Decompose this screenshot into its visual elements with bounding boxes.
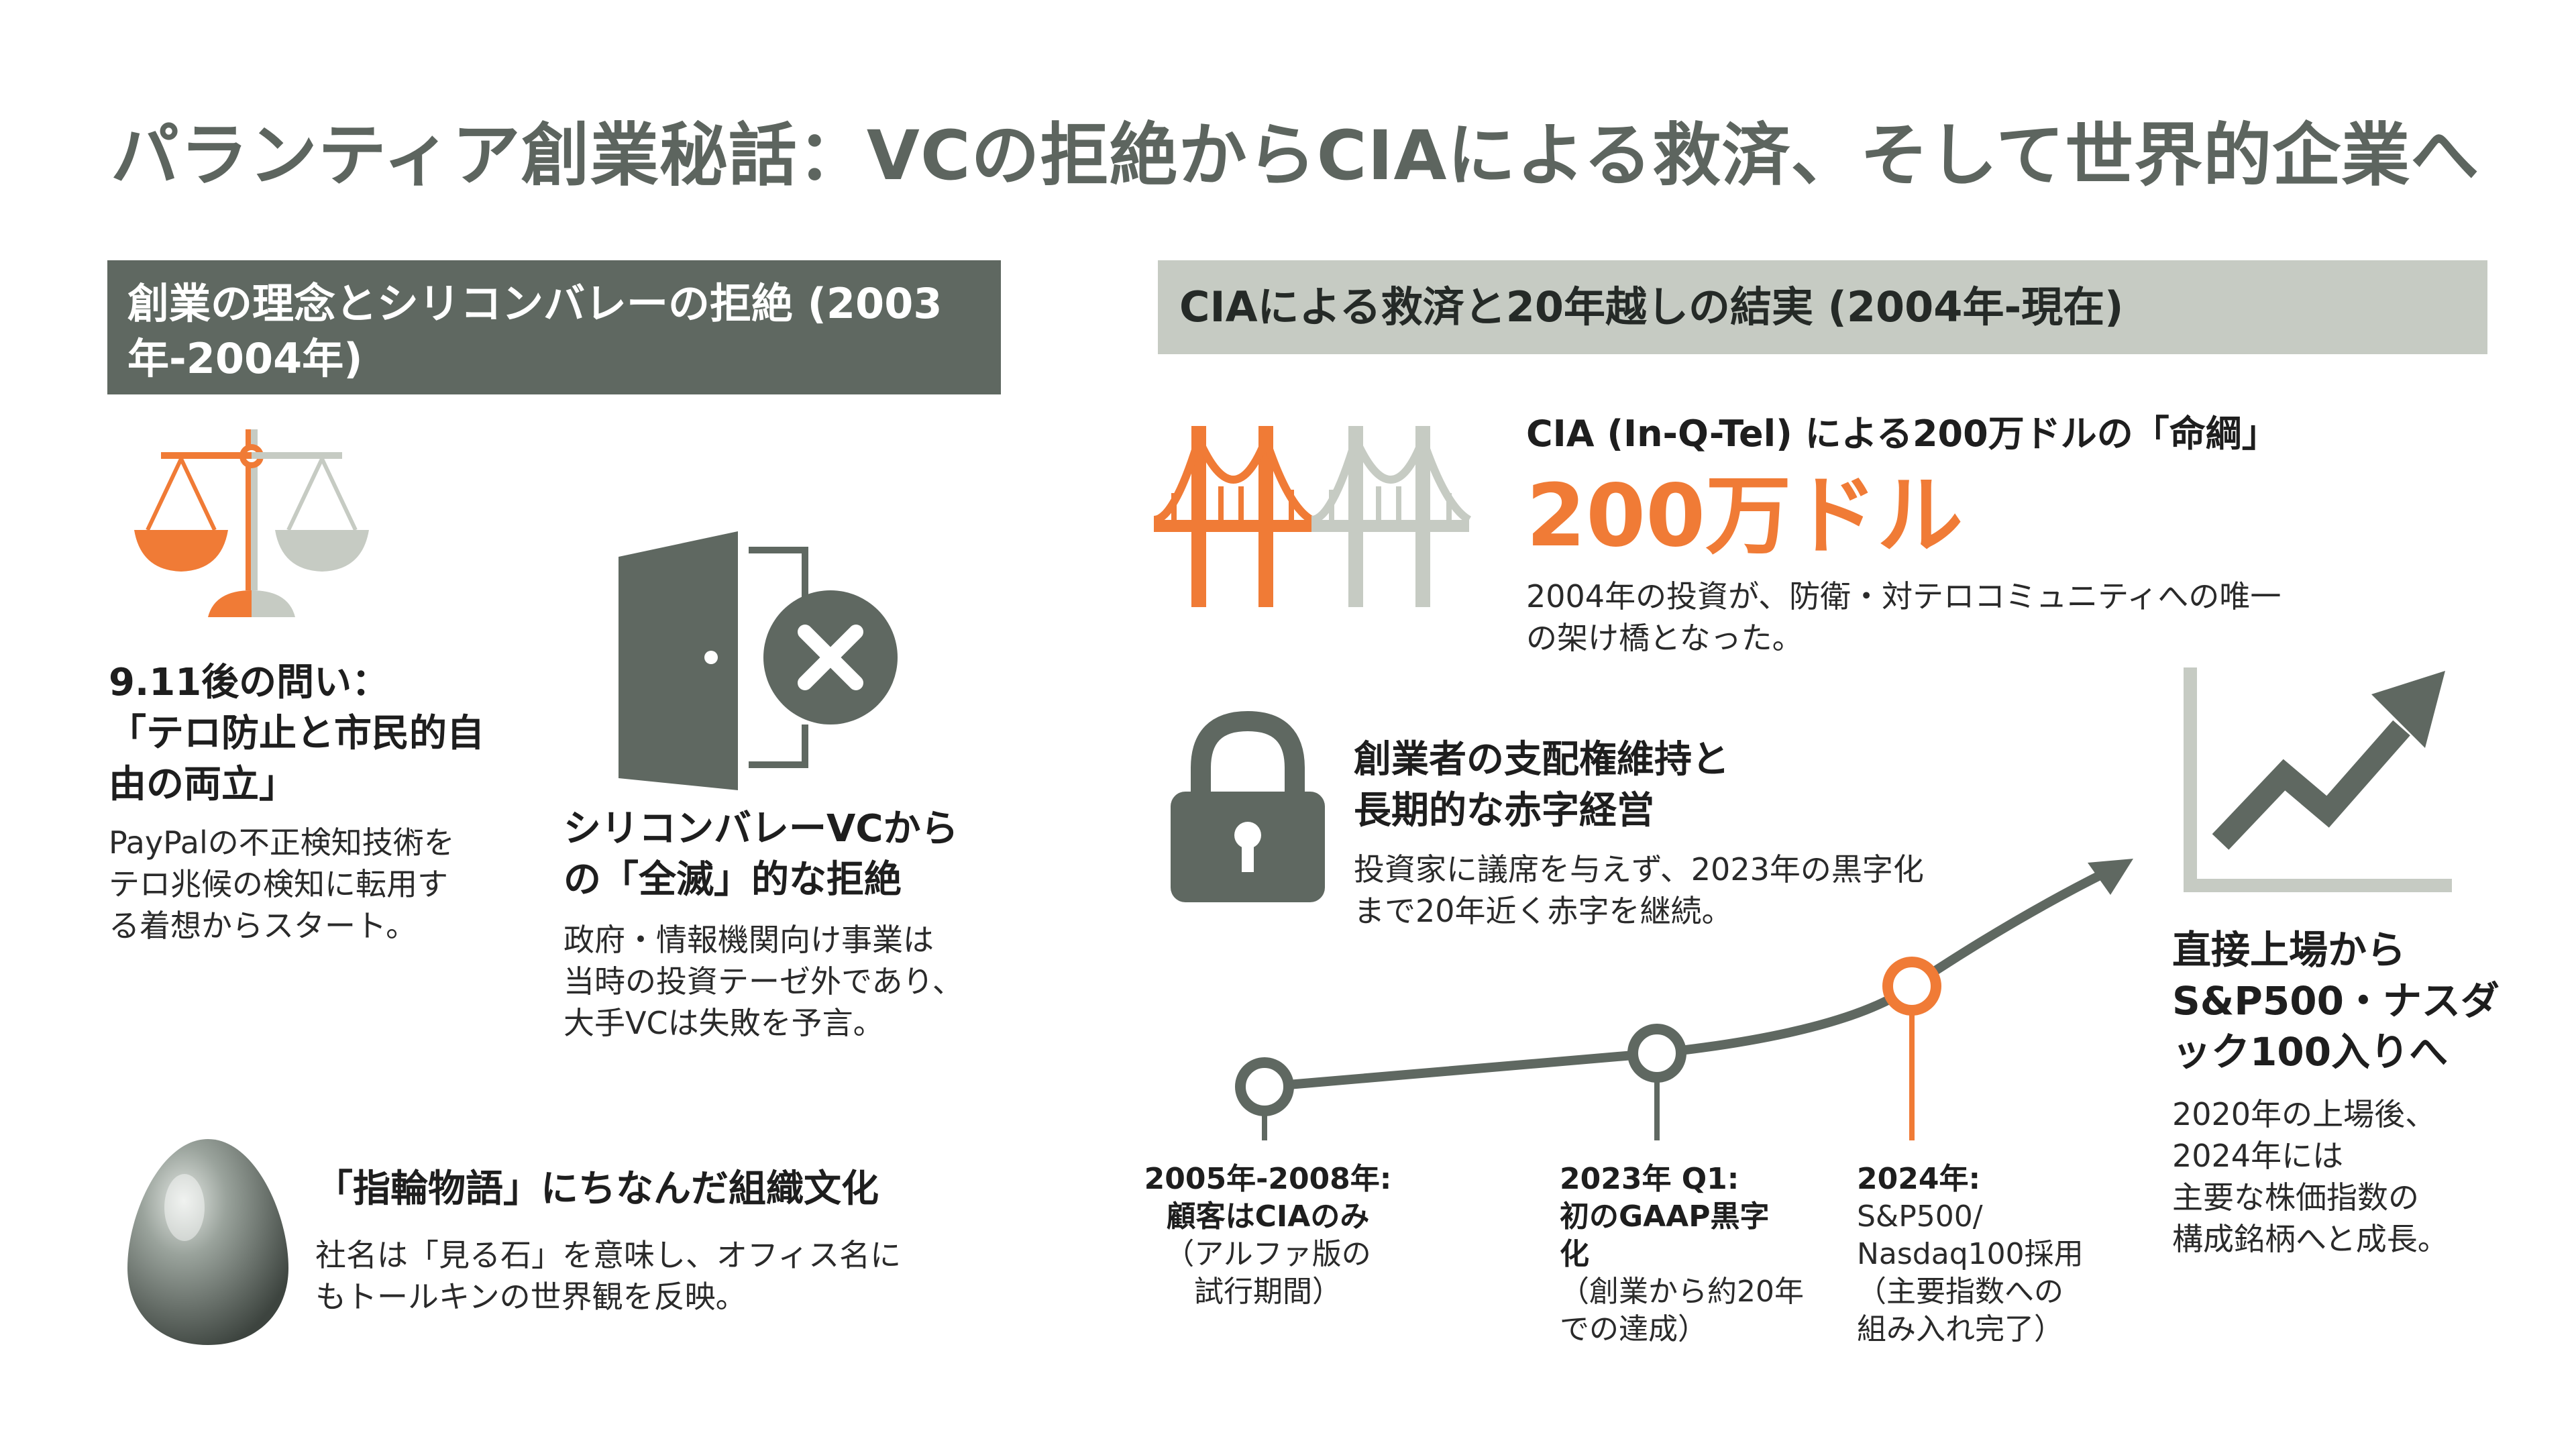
lifeline-heading: CIA (In-Q-Tel) による200万ドルの「命綱」 <box>1526 413 2278 455</box>
door-reject-icon <box>619 531 898 790</box>
culture-body: 社名は「見る石」を意味し、オフィス名に もトールキンの世界観を反映。 <box>315 1237 902 1315</box>
growth-chart-icon <box>2184 667 2452 892</box>
culture-heading: 「指輪物語」にちなんだ組織文化 <box>315 1167 879 1211</box>
question-body: PayPalの不正検知技術を テロ兆候の検知に転用す る着想からスタート。 <box>109 824 455 944</box>
timeline-item: 2023年 Q1: 初のGAAP黒字 化 （創業から約20年 での達成） <box>1560 1162 1804 1346</box>
page-title: パランティア創業秘話：VCの拒絶からCIAによる救済、そして世界的企業へ <box>111 116 2480 196</box>
listing-body: 2020年の上場後、 2024年には 主要な株価指数の 構成銘柄へと成長。 <box>2172 1096 2449 1257</box>
padlock-icon <box>1171 710 1325 902</box>
timeline-node-2005 <box>1235 1057 1294 1116</box>
timeline-item: 2024年: S&P500/ Nasdaq100採用 （主要指数への 組み入れ完… <box>1857 1162 2084 1346</box>
scales-icon <box>134 429 369 617</box>
right-section-header: CIAによる救済と20年越しの結実 (2004年-現在) <box>1158 260 2487 354</box>
timeline-node-2023 <box>1627 1024 1686 1083</box>
bridge-icon <box>1153 426 1472 607</box>
timeline-curve <box>1235 859 2133 1140</box>
lifeline-body: 2004年の投資が、防衛・対テロコミュニティへの唯一 の架け橋となった。 <box>1526 578 2282 656</box>
rejection-heading: シリコンバレーVCから の「全滅」的な拒絶 <box>564 807 959 902</box>
timeline-item: 2005年-2008年: 顧客はCIAのみ （アルファ版の 試行期間） <box>1144 1162 1392 1309</box>
lifeline-amount: 200万ドル <box>1526 466 1964 566</box>
question-heading: 9.11後の問い： 「テロ防止と市民的自 由の両立」 <box>109 661 484 806</box>
timeline-node-2024 <box>1882 957 1941 1016</box>
control-heading: 創業者の支配権維持と 長期的な赤字経営 <box>1354 738 1729 833</box>
listing-heading: 直接上場から S&P500・ナスダ ック100入りへ <box>2172 927 2500 1075</box>
rejection-body: 政府・情報機関向け事業は 当時の投資テーゼ外であり、 大手VCは失敗を予言。 <box>564 922 963 1041</box>
control-body: 投資家に議席を与えず、2023年の黒字化 まで20年近く赤字を継続。 <box>1354 851 1924 929</box>
seeing-stone-icon <box>127 1139 288 1345</box>
left-section-header: 創業の理念とシリコンバレーの拒絶 (2003年-2004年) <box>107 260 1001 394</box>
